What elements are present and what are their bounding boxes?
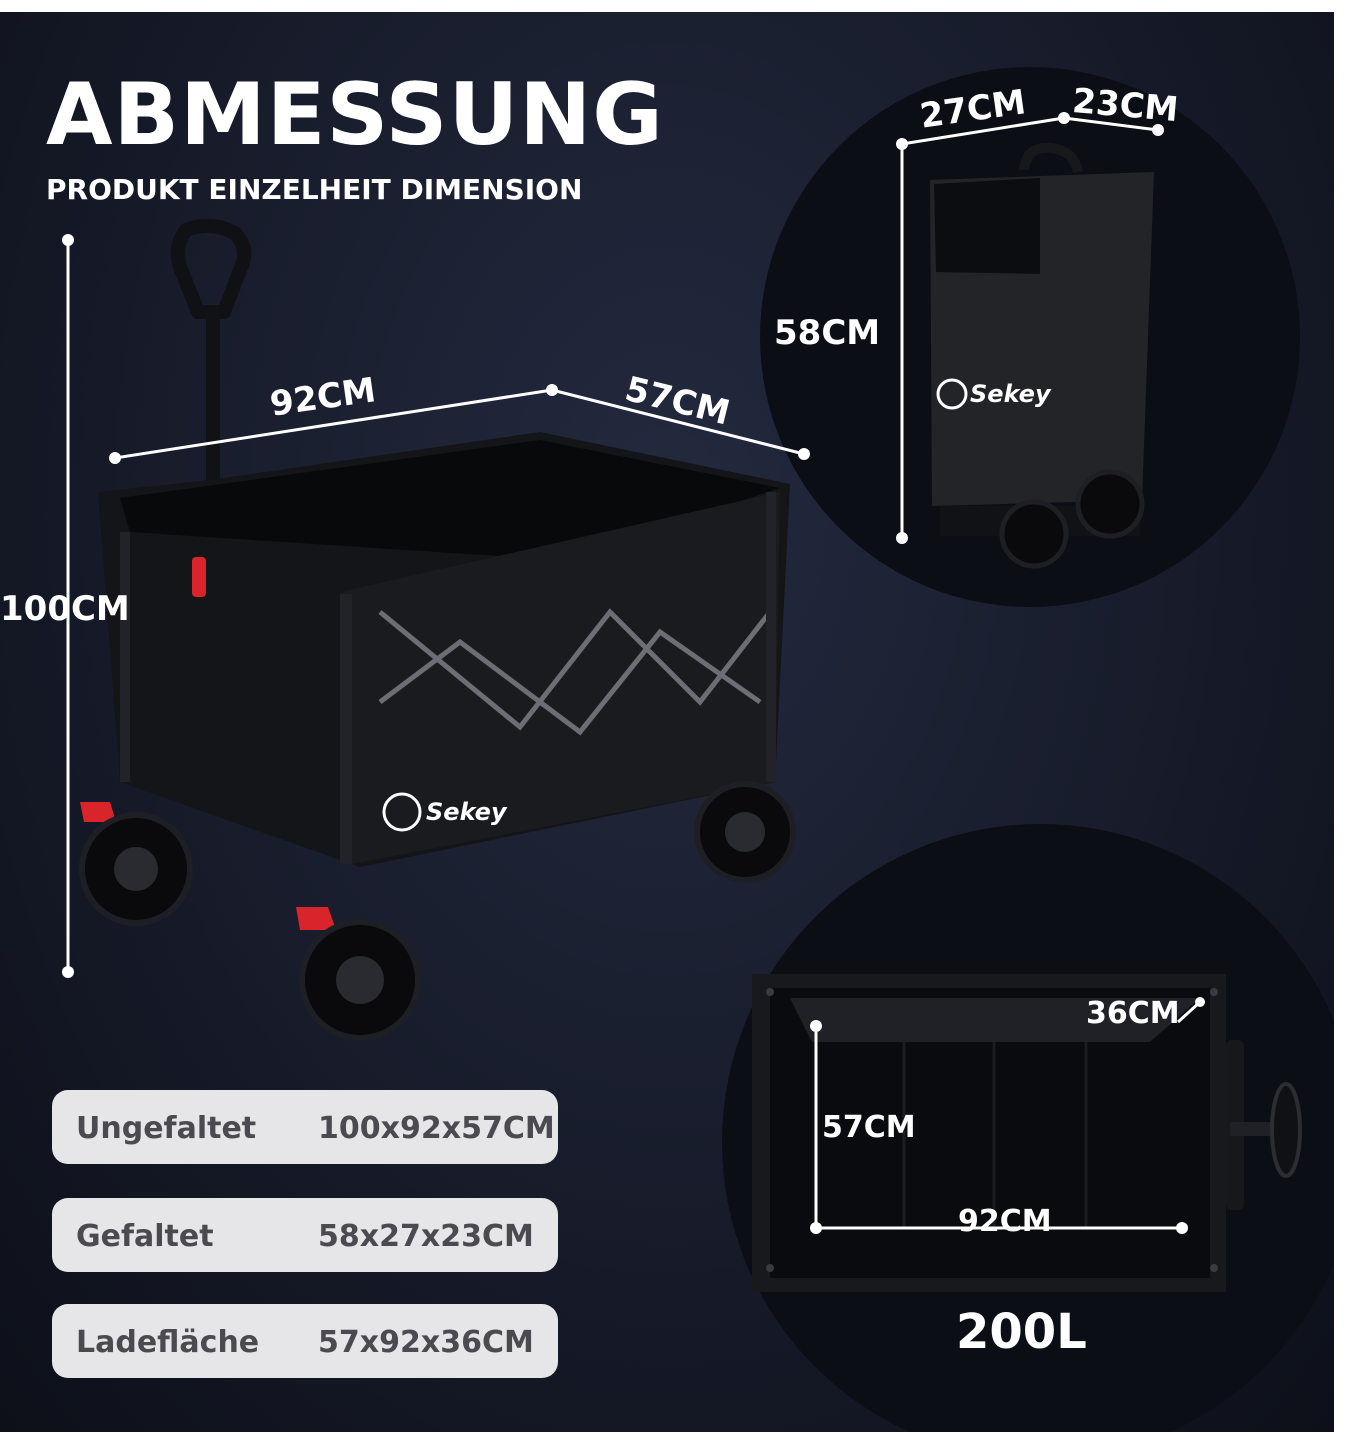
wagon-folded: Sekey: [930, 142, 1154, 569]
spec-value: 100x92x57CM: [318, 1111, 555, 1146]
folded-width-label: 23CM: [1070, 81, 1180, 131]
page-title: ABMESSUNG: [46, 65, 664, 165]
top-length-label: 92CM: [958, 1204, 1052, 1239]
brand-text-main: Sekey: [426, 798, 508, 826]
red-brake-front: [296, 907, 336, 930]
top-view-handle: [1270, 1082, 1302, 1178]
red-lock-button: [192, 557, 206, 597]
brand-text-folded: Sekey: [970, 380, 1052, 408]
main-measure-lines: [62, 234, 810, 978]
spec-value: 58x27x23CM: [318, 1219, 534, 1254]
wagon-main: Sekey: [79, 218, 796, 1041]
spec-value: 57x92x36CM: [318, 1325, 534, 1360]
wagon-handle: [170, 218, 252, 319]
wagon-handle-bar: [206, 310, 220, 520]
volume-label: 200L: [956, 1304, 1087, 1360]
spec-row-unfolded: Ungefaltet 100x92x57CM: [52, 1090, 558, 1164]
spec-label: Gefaltet: [76, 1219, 214, 1254]
product-illustration: Sekey Sekey: [62, 67, 1334, 1432]
top-measure-lines: [810, 997, 1205, 1234]
folded-height-label: 58CM: [774, 313, 881, 353]
wagon-top-view: [752, 974, 1302, 1292]
red-brake-left: [80, 802, 116, 822]
product-dimension-graphic: Sekey Sekey: [0, 12, 1334, 1432]
top-depth-label: 36CM: [1086, 996, 1180, 1031]
folded-measure-lines: [896, 112, 1164, 544]
sekey-logo-mark-folded: [936, 378, 968, 410]
spec-label: Ladefläche: [76, 1325, 260, 1360]
page-subtitle: PRODUKT EINZELHEIT DIMENSION: [46, 173, 583, 206]
main-height-label: 100CM: [0, 589, 130, 629]
spec-row-folded: Gefaltet 58x27x23CM: [52, 1198, 558, 1272]
wagon-wheels: [79, 781, 796, 1041]
spec-label: Ungefaltet: [76, 1111, 257, 1146]
top-width-label: 57CM: [822, 1110, 916, 1145]
spec-row-cargo-area: Ladefläche 57x92x36CM: [52, 1304, 558, 1378]
sekey-logo-mark: [382, 792, 422, 832]
